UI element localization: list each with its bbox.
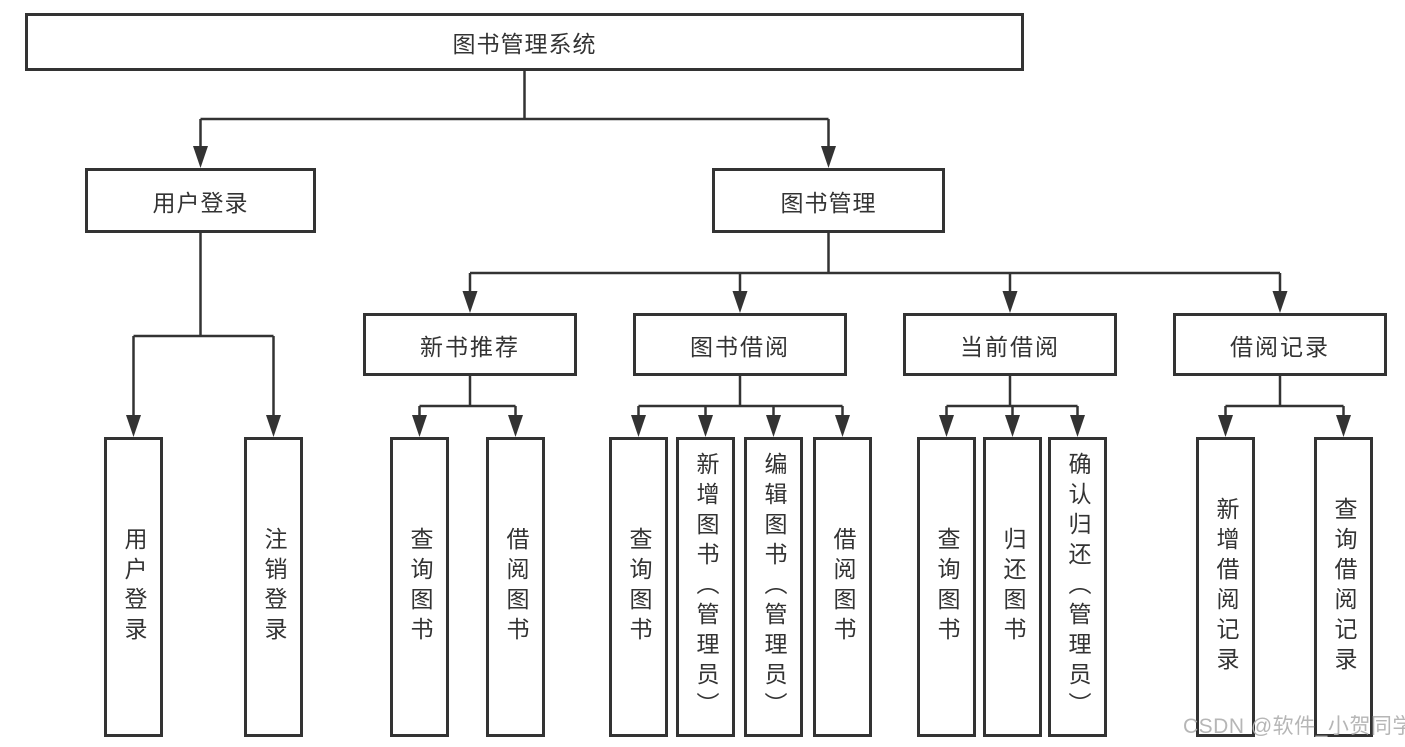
node-book-borrow: 图书借阅: [633, 313, 847, 376]
leaf-label: 查询图书: [934, 527, 960, 647]
node-current-borrow: 当前借阅: [903, 313, 1117, 376]
leaf-add-borrow-record: 新增借阅记录: [1196, 437, 1255, 737]
leaf-return-books: 归还图书: [983, 437, 1042, 737]
leaf-logout: 注销登录: [244, 437, 303, 737]
node-root: 图书管理系统: [25, 13, 1024, 71]
leaf-label: 查询借阅记录: [1331, 497, 1357, 677]
leaf-edit-books-admin: 编辑图书（管理员）: [744, 437, 803, 737]
leaf-label: 借阅图书: [503, 527, 529, 647]
leaf-label: 查询图书: [407, 527, 433, 647]
leaf-label: 查询图书: [626, 527, 652, 647]
node-label: 借阅记录: [1230, 333, 1330, 360]
leaf-label: 新增借阅记录: [1213, 497, 1239, 677]
leaf-confirm-return-admin: 确认归还（管理员）: [1048, 437, 1107, 737]
leaf-label: 用户登录: [121, 527, 147, 647]
leaf-user-login: 用户登录: [104, 437, 163, 737]
leaf-label: 注销登录: [261, 527, 287, 647]
node-label: 当前借阅: [960, 333, 1060, 360]
leaf-label: 确认归还（管理员）: [1065, 452, 1091, 722]
leaf-query-books-borrow: 查询图书: [609, 437, 668, 737]
leaf-borrow-books-recommend: 借阅图书: [486, 437, 545, 737]
node-book-management: 图书管理: [712, 168, 945, 233]
node-label: 图书管理: [780, 189, 877, 216]
node-new-book-recommend: 新书推荐: [363, 313, 577, 376]
node-root-label: 图书管理系统: [452, 31, 597, 57]
node-label: 用户登录: [152, 189, 249, 216]
leaf-borrow-books: 借阅图书: [813, 437, 872, 737]
leaf-label: 借阅图书: [830, 527, 856, 647]
leaf-label: 新增图书（管理员）: [693, 452, 719, 722]
node-borrow-records: 借阅记录: [1173, 313, 1387, 376]
leaf-query-borrow-record: 查询借阅记录: [1314, 437, 1373, 737]
csdn-watermark: CSDN @软件_小贺同学: [1183, 715, 1405, 738]
leaf-label: 编辑图书（管理员）: [761, 452, 787, 722]
leaf-query-books-current: 查询图书: [917, 437, 976, 737]
leaf-query-books-recommend: 查询图书: [390, 437, 449, 737]
leaf-add-books-admin: 新增图书（管理员）: [676, 437, 735, 737]
node-user-login-group: 用户登录: [85, 168, 316, 233]
node-label: 新书推荐: [420, 333, 520, 360]
leaf-label: 归还图书: [1000, 527, 1026, 647]
node-label: 图书借阅: [690, 333, 790, 360]
